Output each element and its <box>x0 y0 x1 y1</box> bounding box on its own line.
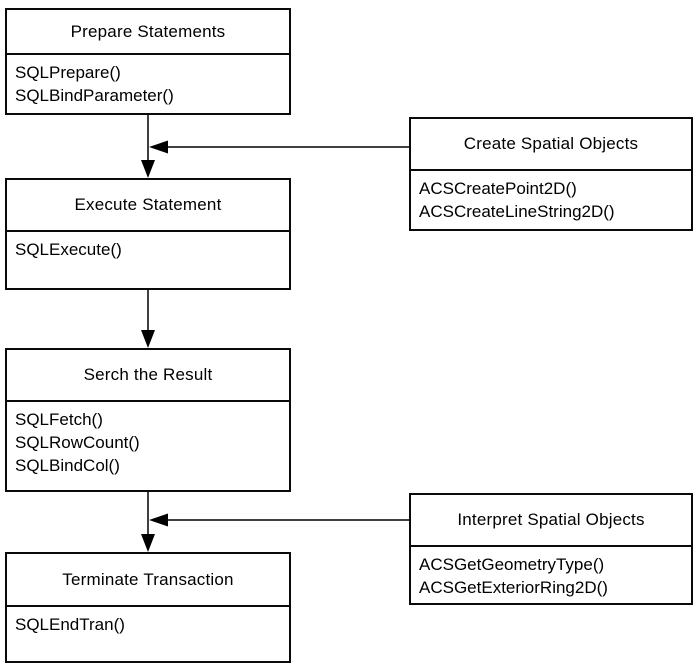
node-title-search-the-result: Serch the Result <box>7 350 289 402</box>
node-body-prepare-statements: SQLPrepare() SQLBindParameter() <box>7 55 289 113</box>
function-name: SQLPrepare() <box>15 63 121 82</box>
node-prepare-statements: Prepare Statements SQLPrepare() SQLBindP… <box>5 8 291 115</box>
function-name: ACSCreatePoint2D() <box>419 179 577 198</box>
node-title-interpret-spatial-objects: Interpret Spatial Objects <box>411 495 691 547</box>
function-name: SQLRowCount() <box>15 433 140 452</box>
function-name: ACSCreateLineString2D() <box>419 202 615 221</box>
function-name: ACSGetExteriorRing2D() <box>419 578 608 597</box>
node-execute-statement: Execute Statement SQLExecute() <box>5 178 291 290</box>
function-name: SQLFetch() <box>15 410 103 429</box>
edge-execute-to-search <box>141 290 155 348</box>
function-name: SQLEndTran() <box>15 615 125 634</box>
node-body-create-spatial-objects: ACSCreatePoint2D() ACSCreateLineString2D… <box>411 171 691 229</box>
node-body-interpret-spatial-objects: ACSGetGeometryType() ACSGetExteriorRing2… <box>411 547 691 605</box>
node-interpret-spatial-objects: Interpret Spatial Objects ACSGetGeometry… <box>409 493 693 605</box>
node-body-terminate-transaction: SQLEndTran() <box>7 607 289 661</box>
node-title-create-spatial-objects: Create Spatial Objects <box>411 119 691 171</box>
node-title-terminate-transaction: Terminate Transaction <box>7 554 289 607</box>
node-create-spatial-objects: Create Spatial Objects ACSCreatePoint2D(… <box>409 117 693 231</box>
node-body-search-the-result: SQLFetch() SQLRowCount() SQLBindCol() <box>7 402 289 490</box>
edge-create-spatial-to-flow <box>149 140 409 154</box>
node-terminate-transaction: Terminate Transaction SQLEndTran() <box>5 552 291 663</box>
node-title-execute-statement: Execute Statement <box>7 180 289 232</box>
edge-search-to-terminate <box>141 492 155 552</box>
node-title-prepare-statements: Prepare Statements <box>7 10 289 55</box>
function-name: SQLBindParameter() <box>15 86 174 105</box>
edge-prepare-to-execute <box>141 115 155 178</box>
edge-interpret-spatial-to-flow <box>149 513 409 527</box>
function-name: SQLBindCol() <box>15 456 120 475</box>
function-name: SQLExecute() <box>15 240 122 259</box>
node-search-the-result: Serch the Result SQLFetch() SQLRowCount(… <box>5 348 291 492</box>
node-body-execute-statement: SQLExecute() <box>7 232 289 288</box>
function-name: ACSGetGeometryType() <box>419 555 605 574</box>
